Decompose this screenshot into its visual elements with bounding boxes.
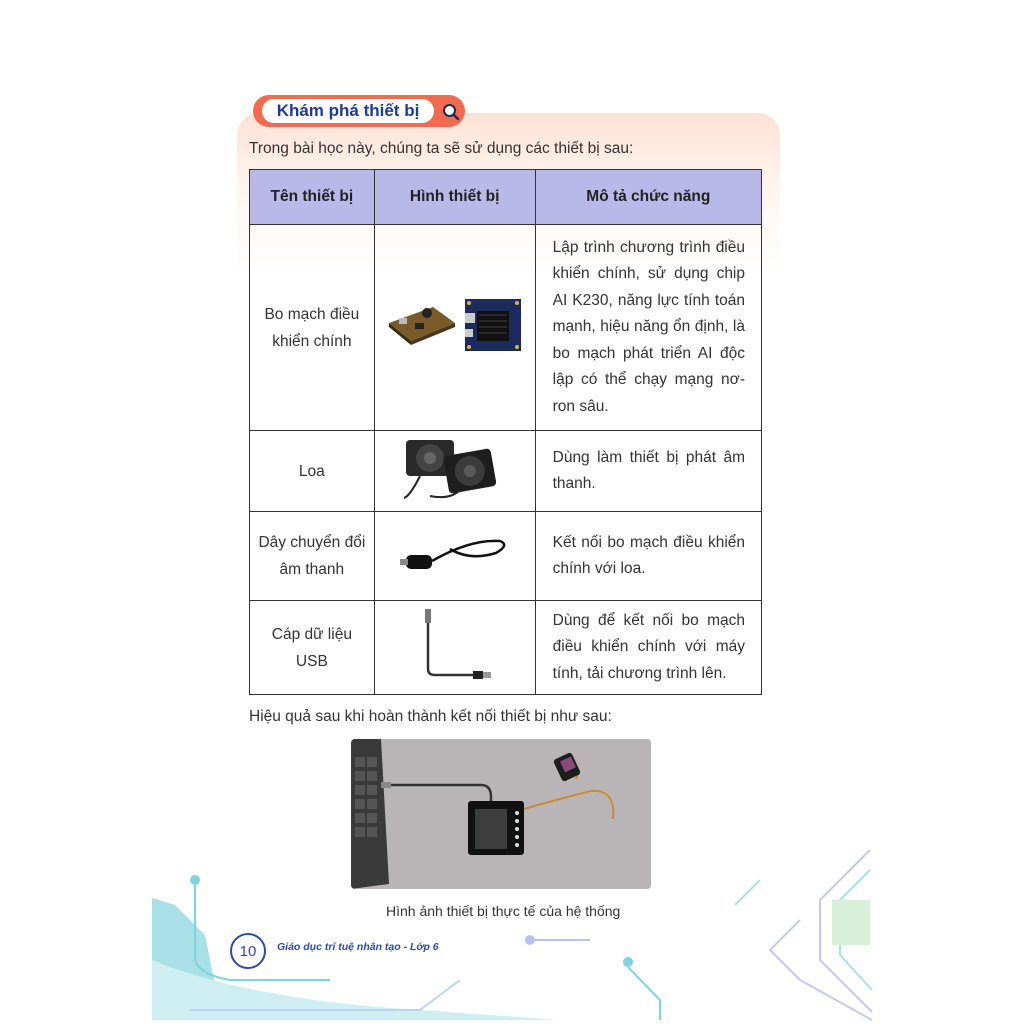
intro-text: Trong bài học này, chúng ta sẽ sử dụng c… bbox=[249, 140, 634, 157]
system-photo-illustration bbox=[351, 739, 651, 889]
table-row: Dây chuyển đổi âm thanh Kết nối bo mạch … bbox=[249, 511, 763, 601]
system-photo bbox=[351, 739, 651, 889]
device-description: Lập trình chương trình điều khiển chính,… bbox=[534, 224, 763, 431]
device-name: Bo mạch điều khiển chính bbox=[249, 224, 375, 431]
table-row: Loa Dùng làm thiết bị phát âm thanh. bbox=[249, 430, 763, 512]
device-description: Kết nối bo mạch điều khiển chính với loa… bbox=[534, 511, 763, 601]
column-header: Tên thiết bị bbox=[249, 169, 375, 225]
usb-cable-image bbox=[424, 609, 491, 679]
device-image-cell bbox=[373, 600, 536, 695]
device-image-cell bbox=[373, 511, 536, 601]
device-name: Cáp dữ liệu USB bbox=[249, 600, 375, 695]
photo-caption: Hình ảnh thiết bị thực tế của hệ thống bbox=[386, 903, 621, 919]
table-header-row: Tên thiết bị Hình thiết bị Mô tả chức nă… bbox=[249, 169, 763, 225]
device-name: Loa bbox=[249, 430, 375, 512]
table-row: Cáp dữ liệu USB Dùng để kết nối bo mạch … bbox=[249, 600, 763, 695]
result-intro-text: Hiệu quả sau khi hoàn thành kết nối thiế… bbox=[249, 708, 612, 725]
magnifier-icon bbox=[439, 100, 463, 124]
device-description: Dùng để kết nối bo mạch điều khiển chính… bbox=[534, 600, 763, 695]
column-header: Hình thiết bị bbox=[373, 169, 536, 225]
device-image-cell bbox=[373, 224, 536, 431]
table-row: Bo mạch điều khiển chính bbox=[249, 224, 763, 431]
device-image-cell bbox=[373, 430, 536, 512]
column-header: Mô tả chức năng bbox=[534, 169, 763, 225]
audio-adapter-cable-image bbox=[399, 539, 506, 569]
device-name: Dây chuyển đổi âm thanh bbox=[249, 511, 375, 601]
page-number: 10 bbox=[230, 933, 266, 969]
device-table: Tên thiết bị Hình thiết bị Mô tả chức nă… bbox=[249, 169, 763, 695]
section-title: Khám phá thiết bị bbox=[262, 99, 434, 123]
speaker-image bbox=[403, 439, 496, 499]
book-title: Giáo dục trí tuệ nhân tạo - Lớp 6 bbox=[277, 941, 439, 953]
device-description: Dùng làm thiết bị phát âm thanh. bbox=[534, 430, 763, 512]
main-board-image bbox=[388, 299, 521, 351]
